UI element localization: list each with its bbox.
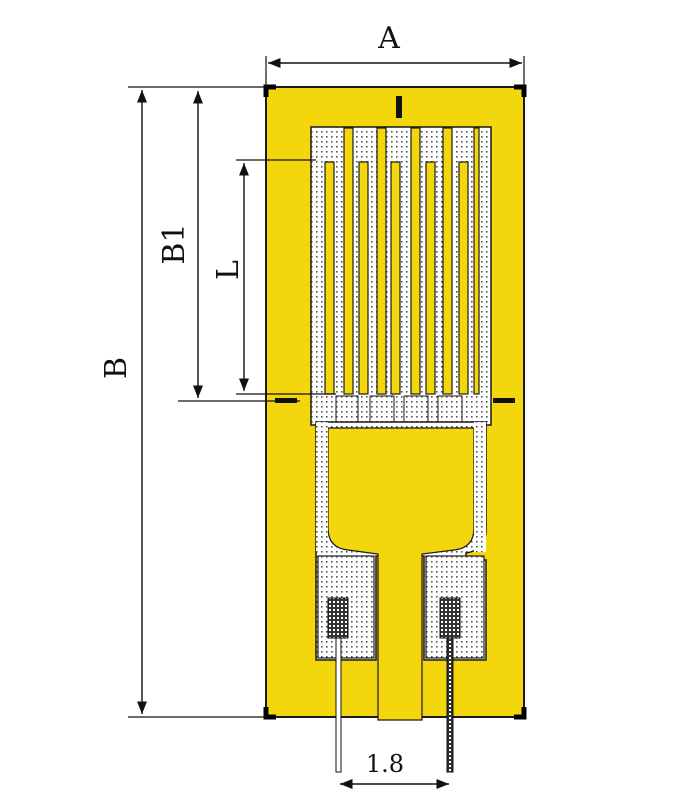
dim-label-a: A [377,21,400,56]
grid-gap-5 [390,161,401,395]
grid-endloop-top-5 [455,132,472,160]
dim-label-l: L [211,260,246,280]
grid-endloop-top-1 [315,132,341,160]
grid-gap-10 [473,127,480,395]
grid-gap-1 [324,161,335,395]
lower-frame-right-strip [474,422,486,552]
grid-gap-4 [376,127,387,395]
alignment-mark-top [396,96,402,118]
grid-endloop-bottom-4 [437,395,463,423]
lead-coil-right [439,597,461,639]
grid-gap-3 [358,161,369,395]
grid-endloop-bottom-1 [335,395,359,423]
lead-wire-left [335,637,342,773]
grid-gap-9 [458,161,469,395]
grid-gap-6 [410,127,421,395]
grid-endloop-top-3 [388,132,409,160]
grid-gap-2 [343,127,354,395]
grid-endloop-top-2 [355,132,375,160]
grid-gap-7 [425,161,436,395]
lower-frame-left-strip [316,422,328,552]
lead-coil-left [327,597,349,639]
dim-label-lead-spacing: 1.8 [366,750,404,778]
dim-label-b: B [99,357,134,379]
grid-endloop-bottom-2 [369,395,395,423]
corner-mark-br [514,707,527,720]
grid-endloop-bottom-3 [403,395,429,423]
grid-endloop-top-4 [422,132,441,160]
alignment-mark-right [493,398,515,403]
center-substrate-window [327,427,475,721]
lead-wire-right [446,637,454,773]
dim-label-b1: B1 [157,223,192,264]
grid-gap-8 [442,127,453,395]
